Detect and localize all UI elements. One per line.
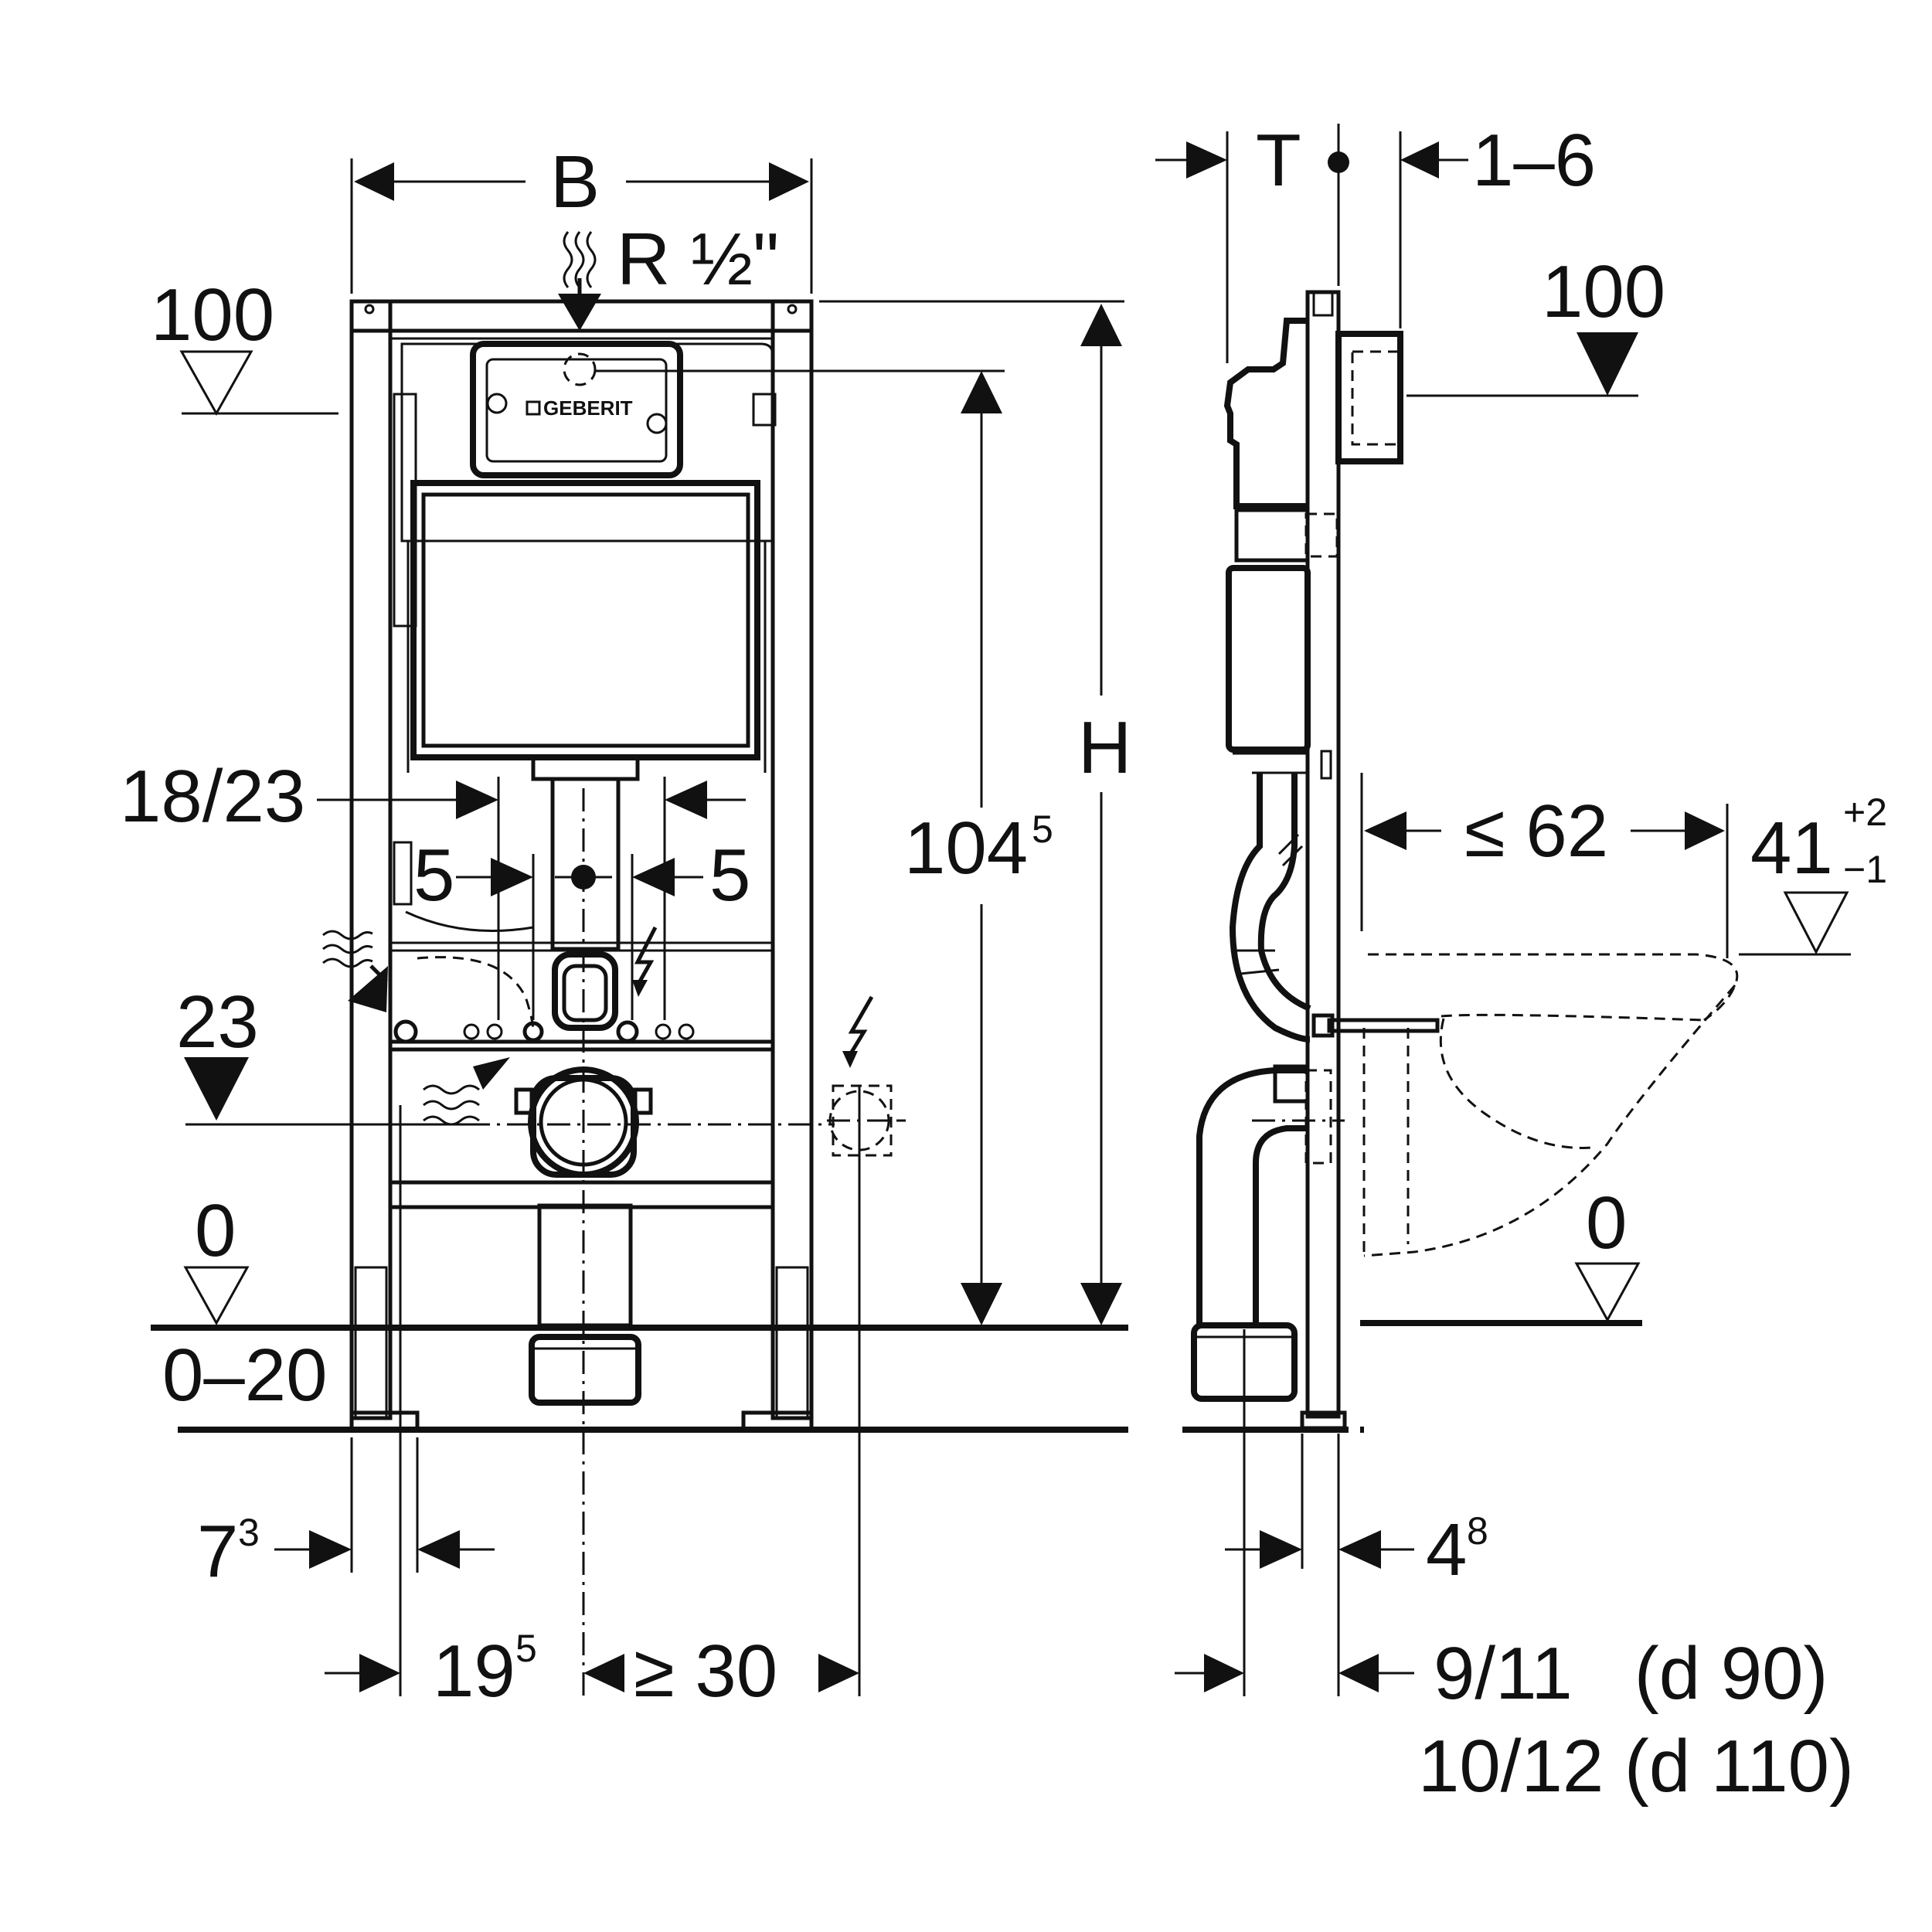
pipe-offset-dimension: 9/11 (d 90) 10/12 (d 110) — [1175, 1632, 1854, 1808]
pipe-d90-label: 9/11 (d 90) — [1434, 1632, 1828, 1715]
height-H-dimension: H — [819, 300, 1131, 1325]
side-level-0-marker: 0 — [1574, 1182, 1641, 1323]
side-level-100-marker: 100 — [1406, 250, 1665, 397]
level-23-label: 23 — [176, 981, 259, 1063]
dim-4-sup: 8 — [1467, 1509, 1488, 1553]
dim-7-3: 7 3 — [197, 1510, 495, 1593]
dim-7-sup: 3 — [238, 1511, 260, 1554]
dim-4-label: 4 — [1426, 1509, 1467, 1591]
side-level-0-label: 0 — [1586, 1182, 1627, 1264]
electric-icon-2 — [634, 926, 658, 987]
depth-T-label: T — [1256, 119, 1301, 202]
actuator-plate: GEBERIT — [470, 341, 683, 478]
electric-arrow-2 — [632, 980, 648, 997]
level-100-label: 100 — [151, 274, 274, 356]
cistern — [400, 342, 774, 951]
spacing-18-23-dimension: 18/23 — [120, 755, 746, 1020]
water-supply-icon-top — [558, 231, 601, 331]
side-level-100-label: 100 — [1542, 250, 1665, 333]
brand-logo: GEBERIT — [543, 396, 633, 420]
side-view: T 1–6 100 ≤ 62 — [1155, 119, 1887, 1808]
water-inlet-icon-left — [322, 930, 388, 1012]
max-62-label: ≤ 62 — [1464, 790, 1608, 872]
width-label: B — [550, 141, 600, 223]
side-drain-elbow — [1191, 1064, 1332, 1402]
bowl-tol-minus: −1 — [1843, 848, 1887, 891]
wall-gap-dimension: 1–6 — [1399, 119, 1596, 328]
dim-4-8: 4 8 — [1225, 1509, 1488, 1591]
level-23-marker: 23 — [176, 981, 259, 1121]
floor-range-label: 0–20 — [162, 1334, 328, 1417]
dim-19-5-and-30: 19 5 ≥ 30 — [325, 1627, 859, 1713]
side-mounting-bolt — [1311, 1013, 1440, 1038]
side-frame-post — [1300, 290, 1347, 1430]
level-0-label: 0 — [195, 1189, 236, 1272]
side-cistern — [1223, 318, 1338, 774]
height-104-dimension: 104 5 — [595, 369, 1053, 1325]
side-wc-bowl — [1362, 953, 1739, 1257]
level-0-marker: 0 — [183, 1189, 250, 1326]
water-connection-label: R ½" — [617, 218, 779, 301]
height-104-sup: 5 — [1032, 808, 1053, 851]
height-H-label: H — [1078, 706, 1131, 789]
wall-gap-label: 1–6 — [1472, 119, 1596, 202]
side-flush-pipe — [1229, 773, 1311, 1043]
electric-arrow-1 — [842, 1051, 858, 1068]
depth-T-dimension: T — [1155, 119, 1349, 363]
max-62-dimension: ≤ 62 — [1360, 790, 1729, 958]
dim-7-label: 7 — [197, 1510, 238, 1593]
dim-19-label: 19 — [433, 1630, 515, 1713]
installation-frame — [349, 299, 814, 1432]
front-view: GEBERIT — [120, 141, 1131, 1713]
water-inlet-icon-bottom — [423, 1057, 510, 1126]
bowl-height-label: 41 — [1750, 807, 1833, 889]
dim-min30-label: ≥ 30 — [634, 1630, 777, 1713]
width-dimension: B — [350, 141, 813, 294]
offset-right-label: 5 — [709, 834, 750, 917]
height-104-label: 104 — [904, 807, 1028, 889]
offset-5-dimension: 5 5 — [413, 834, 750, 1020]
level-100-marker: 100 — [151, 274, 338, 417]
pipe-d110-label: 10/12 (d 110) — [1418, 1725, 1854, 1808]
offset-left-label: 5 — [413, 834, 454, 917]
electric-icon — [846, 995, 874, 1059]
supply-bracket — [393, 910, 695, 1044]
spacing-18-23-label: 18/23 — [120, 755, 305, 838]
bowl-height-marker: 41 +2 −1 — [1739, 791, 1887, 956]
electrical-box — [827, 1084, 906, 1157]
bowl-tol-plus: +2 — [1843, 791, 1887, 834]
dim-19-sup: 5 — [515, 1627, 537, 1670]
side-actuator — [1335, 331, 1403, 464]
